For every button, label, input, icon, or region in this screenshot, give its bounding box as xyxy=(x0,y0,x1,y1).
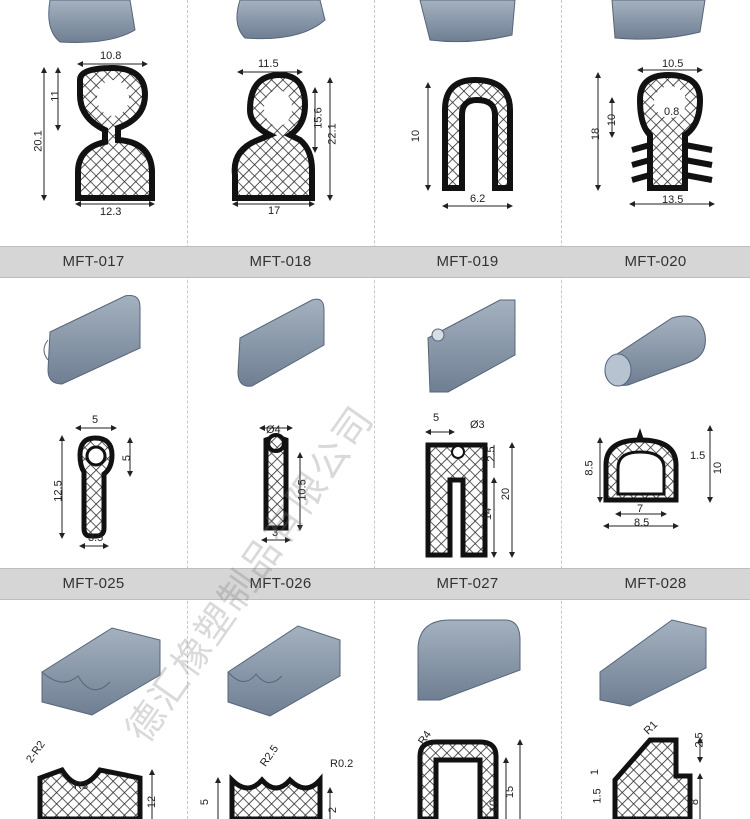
dim-label: 10 xyxy=(488,799,501,813)
model-label-mft-020: MFT-020 xyxy=(624,253,687,270)
dim-label: 14 xyxy=(482,507,495,521)
column-divider xyxy=(187,0,188,819)
dim-label: 12.3 xyxy=(100,206,122,218)
model-label-mft-028: MFT-028 xyxy=(624,575,687,592)
dim-label: 10.8 xyxy=(100,50,122,62)
model-label-mft-027: MFT-027 xyxy=(436,575,499,592)
dim-label: 8.5 xyxy=(583,460,596,476)
column-divider xyxy=(374,0,375,819)
profile-3d-mft-028 xyxy=(599,619,707,707)
dim-label: 5 xyxy=(199,798,212,806)
dim-label: 10.5 xyxy=(296,479,309,501)
section-mft-028 xyxy=(612,737,703,819)
dim-label: 20.1 xyxy=(32,130,45,152)
dim-label: 15 xyxy=(504,785,517,799)
dim-label: 3 xyxy=(272,527,279,539)
section-mft-018 xyxy=(259,425,303,543)
profile-3d-row1-c1 xyxy=(48,0,136,43)
section-row1-c2 xyxy=(231,69,333,207)
dim-label: R3 xyxy=(74,780,89,792)
section-mft-020 xyxy=(597,425,713,529)
dim-label: 12 xyxy=(146,795,159,809)
dim-label: 0.8 xyxy=(664,106,680,118)
profile-3d-row1-c4 xyxy=(611,0,706,40)
dim-label: 13.5 xyxy=(662,194,684,206)
dim-label: 1.5 xyxy=(591,788,604,804)
dim-label: Ø4 xyxy=(266,424,281,436)
dim-label: 5 xyxy=(121,454,134,462)
model-label-mft-017: MFT-017 xyxy=(62,253,125,270)
model-label-mft-025: MFT-025 xyxy=(62,575,125,592)
section-mft-025 xyxy=(37,766,155,819)
section-mft-019 xyxy=(425,429,515,558)
dim-label: 20 xyxy=(500,487,513,501)
dim-label: 8.5 xyxy=(634,517,650,529)
dim-label: 6.2 xyxy=(470,193,486,205)
section-row1-c1 xyxy=(41,61,155,207)
dim-label: 11.5 xyxy=(258,58,279,70)
profile-3d-mft-018 xyxy=(237,298,325,387)
dim-label: 17 xyxy=(268,205,281,217)
dim-label: R0.2 xyxy=(330,758,354,770)
dim-label: 7 xyxy=(637,503,644,515)
dim-label: 22.1 xyxy=(326,123,339,145)
section-mft-017 xyxy=(59,425,133,549)
dim-label: 1.5 xyxy=(690,450,706,462)
dim-label: 10 xyxy=(712,461,725,475)
dim-label: 8 xyxy=(689,798,702,806)
dim-label: 10 xyxy=(410,129,423,143)
dim-label: 10.5 xyxy=(662,58,684,70)
dim-label: 12.5 xyxy=(52,480,65,502)
section-row1-c4 xyxy=(595,67,715,207)
profile-3d-mft-027 xyxy=(417,619,521,701)
profile-3d-mft-025 xyxy=(41,627,161,716)
column-divider xyxy=(561,0,562,819)
dim-label: Ø3 xyxy=(470,419,485,431)
section-mft-026 xyxy=(215,773,333,819)
model-label-mft-026: MFT-026 xyxy=(249,575,312,592)
section-row1-c3 xyxy=(425,76,513,209)
profile-3d-mft-019 xyxy=(427,299,516,393)
profile-3d-mft-017 xyxy=(43,295,141,385)
dim-label: 3.5 xyxy=(88,532,104,544)
dim-label: 1 xyxy=(589,768,602,776)
header-band-row3: MFT-025 MFT-026 MFT-027 MFT-028 xyxy=(0,568,750,600)
dim-label: 2.5 xyxy=(693,732,706,748)
dim-label: 5 xyxy=(433,412,440,424)
dim-label: 11 xyxy=(49,90,62,102)
dim-label: 18 xyxy=(590,127,603,141)
dim-label: 10 xyxy=(606,113,619,127)
model-label-mft-019: MFT-019 xyxy=(436,253,499,270)
model-label-mft-018: MFT-018 xyxy=(249,253,312,270)
dim-label: 2.5 xyxy=(485,446,498,462)
dim-label: 2 xyxy=(327,806,340,814)
header-band-row2: MFT-017 MFT-018 MFT-019 MFT-020 xyxy=(0,246,750,278)
section-mft-027 xyxy=(417,739,523,819)
profile-3d-mft-020 xyxy=(604,315,706,387)
dim-label: 15.6 xyxy=(312,107,325,129)
profile-3d-row1-c3 xyxy=(419,0,516,43)
profile-3d-row1-c2 xyxy=(236,0,326,40)
profile-3d-mft-026 xyxy=(227,625,341,717)
dim-label: 5 xyxy=(92,414,99,426)
